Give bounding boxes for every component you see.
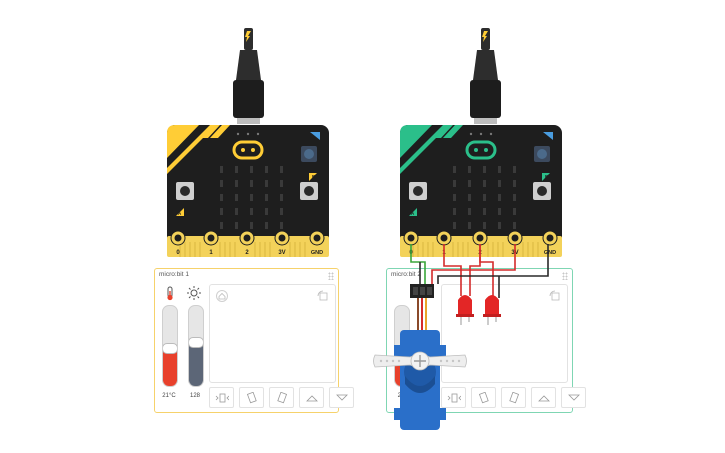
pin-label: 3V xyxy=(278,250,285,256)
face-up-icon[interactable] xyxy=(299,387,324,408)
face-down-icon[interactable] xyxy=(561,387,586,408)
wire-red-3[interactable] xyxy=(479,244,494,298)
red-led-1[interactable] xyxy=(456,295,474,325)
usb-cable-2 xyxy=(470,28,501,124)
pin-2-2[interactable] xyxy=(472,230,488,246)
led-matrix-2 xyxy=(453,166,516,229)
light-fill xyxy=(189,346,203,386)
sun-icon xyxy=(187,286,201,300)
red-led-2[interactable] xyxy=(483,295,501,325)
shake-icon[interactable] xyxy=(441,387,466,408)
board-body-1 xyxy=(167,125,329,257)
led-matrix-1 xyxy=(220,166,283,229)
rotate-icon[interactable] xyxy=(317,290,329,302)
temperature-knob[interactable] xyxy=(163,343,177,354)
button-b-label-2: B xyxy=(545,174,549,179)
shake-icon[interactable] xyxy=(209,387,234,408)
microbit-logo-2 xyxy=(465,140,497,160)
pin-label: GND xyxy=(311,250,323,256)
pin-gnd-2[interactable] xyxy=(542,230,558,246)
microbit-1-device: A B 0 1 2 3V GND xyxy=(167,28,329,257)
light-value: 128 xyxy=(189,393,200,399)
drag-handle-1[interactable] xyxy=(328,272,334,280)
button-a-1[interactable] xyxy=(176,182,194,200)
servo-motor[interactable] xyxy=(373,284,467,430)
pin-label: 0 xyxy=(176,250,180,256)
wire-red-1[interactable] xyxy=(443,244,462,296)
gesture-area-1[interactable] xyxy=(209,284,336,383)
pin-3v-2[interactable] xyxy=(507,230,523,246)
temperature-value: 21°C xyxy=(162,393,176,399)
tilt-right-icon[interactable] xyxy=(501,387,526,408)
light-slider[interactable] xyxy=(188,305,204,387)
button-b-1[interactable] xyxy=(300,182,318,200)
pin-label: GND xyxy=(544,250,556,256)
wire-red-power[interactable] xyxy=(431,244,516,284)
button-b-label-1: B xyxy=(312,174,316,179)
tilt-left-icon[interactable] xyxy=(239,387,264,408)
wire-black-ground[interactable] xyxy=(437,244,549,298)
button-a-label-2: A xyxy=(411,211,415,216)
wire-green[interactable] xyxy=(410,244,426,284)
pin-gnd-1[interactable] xyxy=(309,230,325,246)
usb-cable-1 xyxy=(233,28,264,124)
pin-0-1[interactable] xyxy=(170,230,186,246)
button-a-2[interactable] xyxy=(409,182,427,200)
home-icon[interactable] xyxy=(216,290,228,302)
button-a-label-1: A xyxy=(178,211,182,216)
drag-handle-2[interactable] xyxy=(562,272,568,280)
rotate-icon[interactable] xyxy=(549,290,561,302)
pin-label: 1 xyxy=(209,250,213,256)
simulator-panel-1: micro:bit 1 21°C 128 xyxy=(154,268,354,413)
microbit-2-device: A B 0 1 2 3V GND xyxy=(400,28,562,257)
pin-2-1[interactable] xyxy=(239,230,255,246)
light-knob[interactable] xyxy=(189,337,203,349)
button-b-2[interactable] xyxy=(533,182,551,200)
pin-1-1[interactable] xyxy=(203,230,219,246)
board-body-2 xyxy=(400,125,562,257)
gesture-buttons-2 xyxy=(441,387,586,408)
face-down-icon[interactable] xyxy=(329,387,354,408)
pin-label: 2 xyxy=(245,250,249,256)
tilt-right-icon[interactable] xyxy=(269,387,294,408)
temperature-slider[interactable] xyxy=(162,305,178,387)
thermometer-icon xyxy=(167,286,173,301)
temperature-fill xyxy=(163,351,177,386)
face-up-icon[interactable] xyxy=(531,387,556,408)
panel-title-2: micro:bit 2 xyxy=(391,271,421,278)
microbit-logo-1 xyxy=(232,140,264,160)
panel-title-1: micro:bit 1 xyxy=(159,271,189,278)
pin-3v-1[interactable] xyxy=(274,230,290,246)
tilt-left-icon[interactable] xyxy=(471,387,496,408)
gesture-buttons-1 xyxy=(209,387,354,408)
